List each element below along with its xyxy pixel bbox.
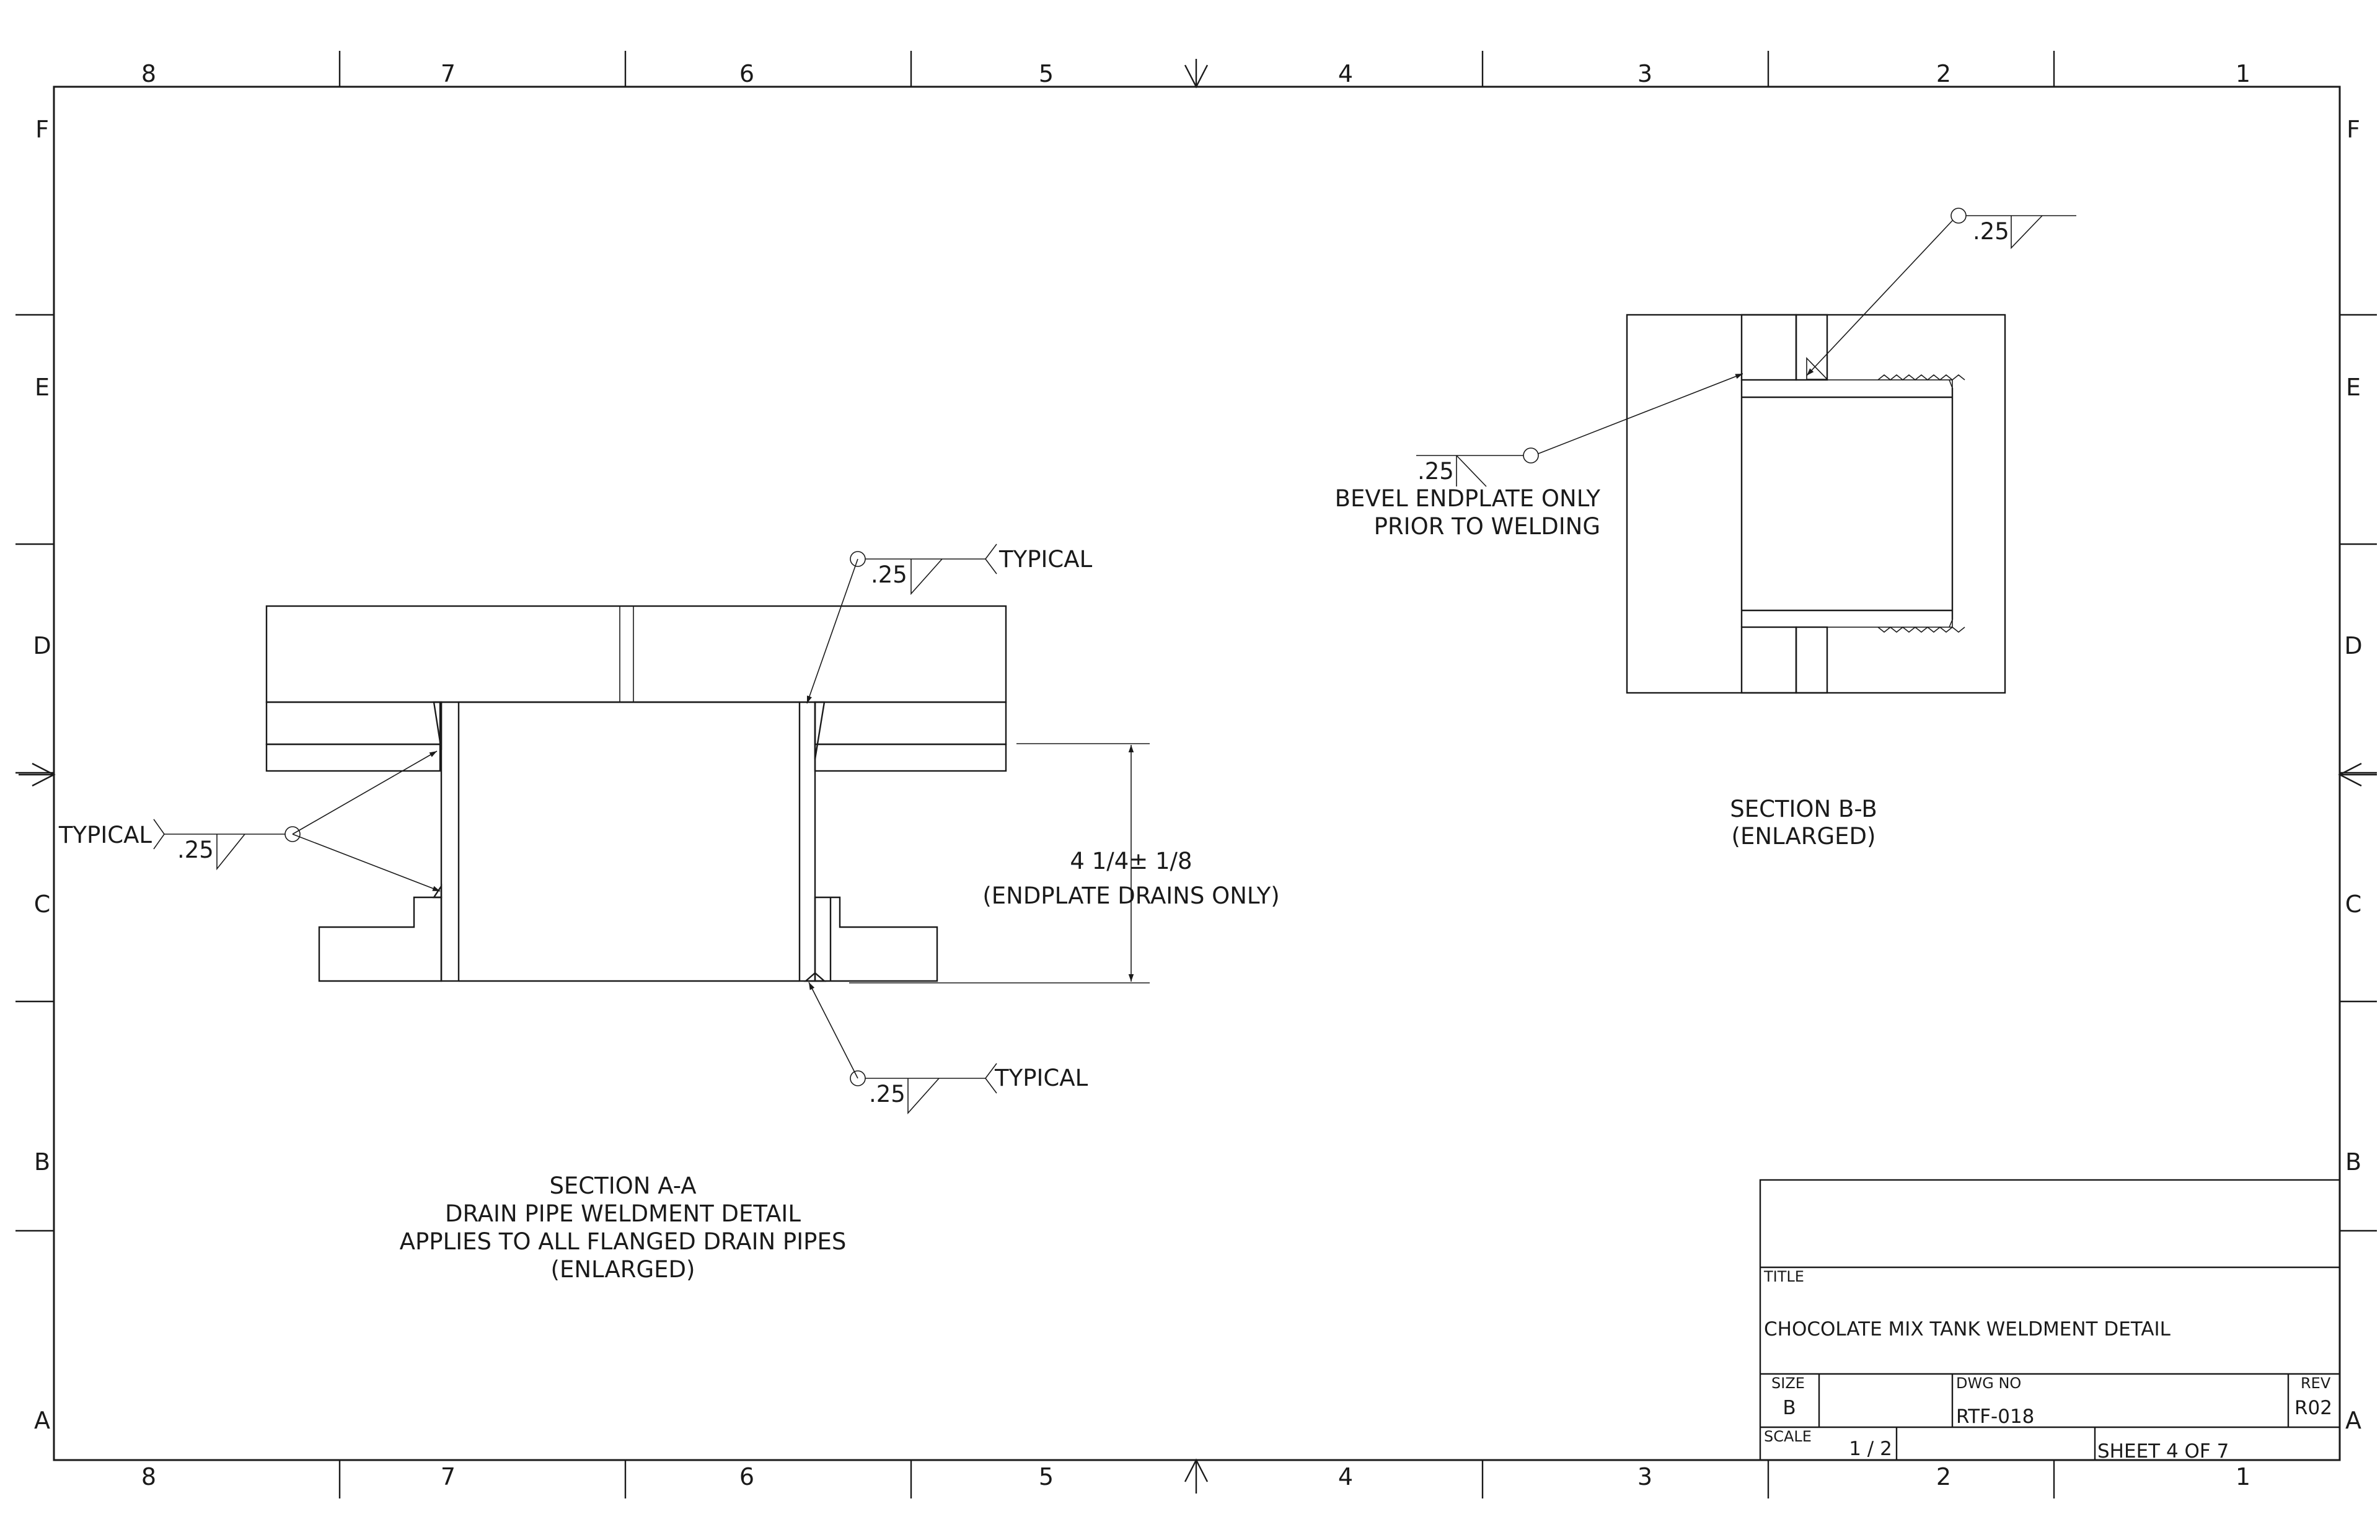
dwg-no-value: RTF-018 <box>1956 1406 2034 1428</box>
row-label-right: F <box>2347 116 2360 143</box>
column-label-bottom: 5 <box>1039 1463 1054 1490</box>
endplate-section-left <box>265 701 441 746</box>
weld-size: .25 <box>1417 458 1454 485</box>
row-label-left: F <box>35 116 49 143</box>
endplate-outline <box>265 605 1007 703</box>
weld-note: TYPICAL <box>58 822 152 848</box>
weld-note: TYPICAL <box>994 1065 1088 1091</box>
section-b-view: .25 .25 BEVEL ENDPLATE ONLY PRIOR TO WEL… <box>1335 208 2076 850</box>
row-label-left: D <box>33 632 51 659</box>
caption-line: DRAIN PIPE WELDMENT DETAIL <box>445 1200 801 1227</box>
column-label-top: 1 <box>2236 60 2250 87</box>
row-label-right: D <box>2344 632 2362 659</box>
rev-value: R02 <box>2294 1397 2332 1419</box>
drawing-title: CHOCOLATE MIX TANK WELDMENT DETAIL <box>1764 1318 2171 1340</box>
pipe-wall-left <box>440 701 460 982</box>
flange-right <box>814 896 938 982</box>
weld-size: .25 <box>869 1081 906 1107</box>
column-label-bottom: 4 <box>1338 1463 1353 1490</box>
column-label-bottom: 8 <box>141 1463 156 1490</box>
dimension-value: 4 1/4± 1/8 <box>1070 848 1192 874</box>
caption-line: APPLIES TO ALL FLANGED DRAIN PIPES <box>400 1228 847 1255</box>
size-label: SIZE <box>1771 1375 1805 1392</box>
column-label-bottom: 7 <box>441 1463 456 1490</box>
zone-labels: 8 7 6 5 4 3 2 1 8 7 6 5 4 3 2 1 F E D C … <box>33 60 2362 1490</box>
section-a-caption: SECTION A-A DRAIN PIPE WELDMENT DETAIL A… <box>400 1173 847 1283</box>
row-label-left: B <box>34 1148 50 1176</box>
caption-line: (ENLARGED) <box>1732 823 1876 850</box>
flange-left <box>318 896 443 982</box>
weld-symbol-bottom: .25 TYPICAL <box>808 982 1088 1115</box>
title-block: TITLE CHOCOLATE MIX TANK WELDMENT DETAIL… <box>1759 1179 2341 1463</box>
caption-line: SECTION B-B <box>1730 796 1877 822</box>
row-label-left: C <box>34 891 51 918</box>
column-label-bottom: 1 <box>2236 1463 2250 1490</box>
row-label-right: A <box>2345 1407 2361 1434</box>
scale-value: 1 / 2 <box>1849 1438 1892 1460</box>
row-label-right: E <box>2346 374 2361 401</box>
column-label-bottom: 3 <box>1637 1463 1652 1490</box>
weld-symbol-bevel: .25 BEVEL ENDPLATE ONLY PRIOR TO WELDING <box>1335 373 1743 540</box>
weld-size: .25 <box>1973 218 2009 245</box>
pipe-wall-right <box>798 701 816 982</box>
row-label-left: E <box>35 374 50 401</box>
weld-size: .25 <box>871 561 907 588</box>
weld-note: TYPICAL <box>998 546 1093 573</box>
column-label-top: 4 <box>1338 60 1353 87</box>
weld-symbol-left: .25 TYPICAL <box>58 750 441 892</box>
caption-line: SECTION A-A <box>549 1173 696 1199</box>
title-label: TITLE <box>1763 1268 1804 1285</box>
column-label-top: 2 <box>1936 60 1951 87</box>
column-label-bottom: 2 <box>1936 1463 1951 1490</box>
weld-note-line: PRIOR TO WELDING <box>1374 513 1600 540</box>
dwg-no-label: DWG NO <box>1956 1375 2021 1392</box>
sheet-border <box>15 51 2377 1498</box>
row-label-right: C <box>2345 891 2362 918</box>
column-label-bottom: 6 <box>739 1463 754 1490</box>
size-value: B <box>1783 1397 1796 1419</box>
caption-line: (ENLARGED) <box>551 1256 695 1283</box>
section-a-view: 4 1/4± 1/8 (ENDPLATE DRAINS ONLY) .25 TY… <box>58 543 1280 1283</box>
sheet-number: SHEET 4 OF 7 <box>2097 1440 2229 1463</box>
column-label-top: 8 <box>141 60 156 87</box>
weld-size: .25 <box>177 837 214 863</box>
row-label-right: B <box>2345 1148 2361 1176</box>
weld-symbol-top: .25 TYPICAL <box>806 543 1093 704</box>
column-label-top: 3 <box>1637 60 1652 87</box>
column-label-top: 6 <box>739 60 754 87</box>
scale-label: SCALE <box>1764 1428 1812 1445</box>
column-label-top: 5 <box>1039 60 1054 87</box>
section-b-frame <box>1626 314 2006 694</box>
dimension-note: (ENDPLATE DRAINS ONLY) <box>982 882 1279 909</box>
weld-note-line: BEVEL ENDPLATE ONLY <box>1335 485 1601 512</box>
section-b-caption: SECTION B-B (ENLARGED) <box>1730 796 1877 850</box>
row-label-left: A <box>34 1407 50 1434</box>
column-label-top: 7 <box>441 60 456 87</box>
weld-symbol-upper: .25 <box>1806 208 2076 376</box>
endplate-section-right <box>814 701 1007 746</box>
rev-label: REV <box>2301 1375 2331 1392</box>
